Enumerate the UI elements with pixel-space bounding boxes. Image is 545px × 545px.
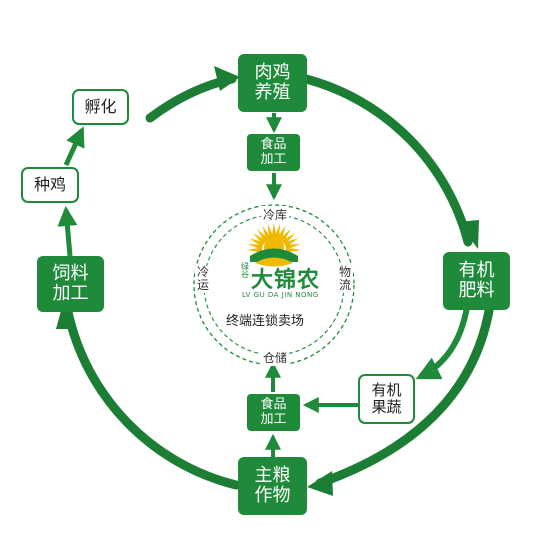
logo-sun-ray xyxy=(274,223,281,239)
node-organic-fertilizer: 有机 肥料 xyxy=(443,252,510,310)
logo-sun-ray xyxy=(249,238,265,248)
arrow-fertilizer-to-produce xyxy=(415,306,470,380)
hub-label-physical-flow-char1: 物 xyxy=(338,265,351,279)
node-food-processing-bottom: 食品 加工 xyxy=(247,394,300,431)
hub-label-cold-transport-char1: 冷 xyxy=(196,265,209,279)
hub-label-warehouse: 仓储 xyxy=(261,349,290,366)
node-organic-produce: 有机 果蔬 xyxy=(358,374,415,424)
sun-sprout-logo-icon xyxy=(247,223,301,267)
node-food-processing-bottom-line2: 加工 xyxy=(260,411,287,427)
node-food-processing-top-line2: 加工 xyxy=(260,151,287,167)
node-feed-processing-line1: 饲料 xyxy=(52,262,89,284)
hub-label-cold-transport-char2: 运 xyxy=(196,278,209,293)
node-staple-crops-line1: 主粮 xyxy=(254,464,291,486)
node-organic-fertilizer-line1: 有机 xyxy=(458,259,495,281)
arrow-breeder-to-hatching xyxy=(63,126,85,167)
node-breeder-chicken: 种鸡 xyxy=(21,167,79,203)
arrow-feed-to-breeder xyxy=(57,206,78,257)
logo-sun-ray xyxy=(257,228,269,243)
node-organic-produce-line2: 果蔬 xyxy=(371,398,402,416)
cycle-arrow-fertilizer-to-crops-head xyxy=(307,471,333,496)
node-hatching: 孵化 xyxy=(72,89,129,125)
node-breeder-chicken-label: 种鸡 xyxy=(33,175,66,195)
node-staple-crops: 主粮 作物 xyxy=(238,457,307,515)
logo-brand-prefix-text: 绿谷 xyxy=(241,262,249,279)
node-meat-chicken-line1: 肉鸡 xyxy=(254,61,291,83)
node-food-processing-top: 食品 加工 xyxy=(247,134,300,171)
logo-sun-ray xyxy=(252,233,267,245)
cycle-arrow-chicken-to-fertilizer-head xyxy=(458,220,479,249)
logo-sun-ray xyxy=(271,223,277,238)
logo-brand-prefix: 绿谷 xyxy=(240,263,250,279)
node-feed-processing: 饲料 加工 xyxy=(37,256,104,312)
node-feed-processing-line2: 加工 xyxy=(52,283,89,304)
cycle-arrow-fertilizer-to-crops xyxy=(315,300,495,488)
logo-sun-ray xyxy=(247,243,263,250)
logo-sun-ray xyxy=(281,233,296,245)
logo-sun-ray xyxy=(276,225,286,241)
logo-sun-ray xyxy=(247,247,262,253)
logo-sun-ray xyxy=(286,247,301,253)
cycle-arrow-crops-to-feed-head xyxy=(56,300,77,329)
node-food-processing-top-line1: 食品 xyxy=(260,136,287,152)
logo-sun-ray xyxy=(279,228,291,243)
node-food-processing-bottom-line1: 食品 xyxy=(260,396,287,412)
logo-brand-pinyin: LV GU DA JIN NONG xyxy=(242,291,319,299)
hub-label-cold-storage: 冷库 xyxy=(261,206,290,223)
hub-label-physical-flow: 物 流 xyxy=(337,265,353,293)
node-organic-fertilizer-line2: 肥料 xyxy=(458,280,495,301)
hub-label-retail: 终端连锁卖场 xyxy=(226,314,305,329)
node-staple-crops-line2: 作物 xyxy=(254,485,291,506)
node-meat-chicken-line2: 养殖 xyxy=(254,82,291,103)
hub-label-physical-flow-char2: 流 xyxy=(338,278,351,293)
hub-outer-ring xyxy=(193,204,355,366)
logo-brand-name: 大锦农 xyxy=(251,268,321,293)
node-meat-chicken: 肉鸡 养殖 xyxy=(238,54,307,112)
cycle-arrow-feed-to-chicken-head xyxy=(214,66,240,91)
hub-label-cold-transport: 冷 运 xyxy=(195,265,211,293)
node-hatching-label: 孵化 xyxy=(84,97,117,117)
node-organic-produce-line1: 有机 xyxy=(371,381,402,400)
cycle-arrow-crops-to-feed xyxy=(63,307,241,490)
cycle-arrow-chicken-to-fertilizer xyxy=(301,74,473,247)
